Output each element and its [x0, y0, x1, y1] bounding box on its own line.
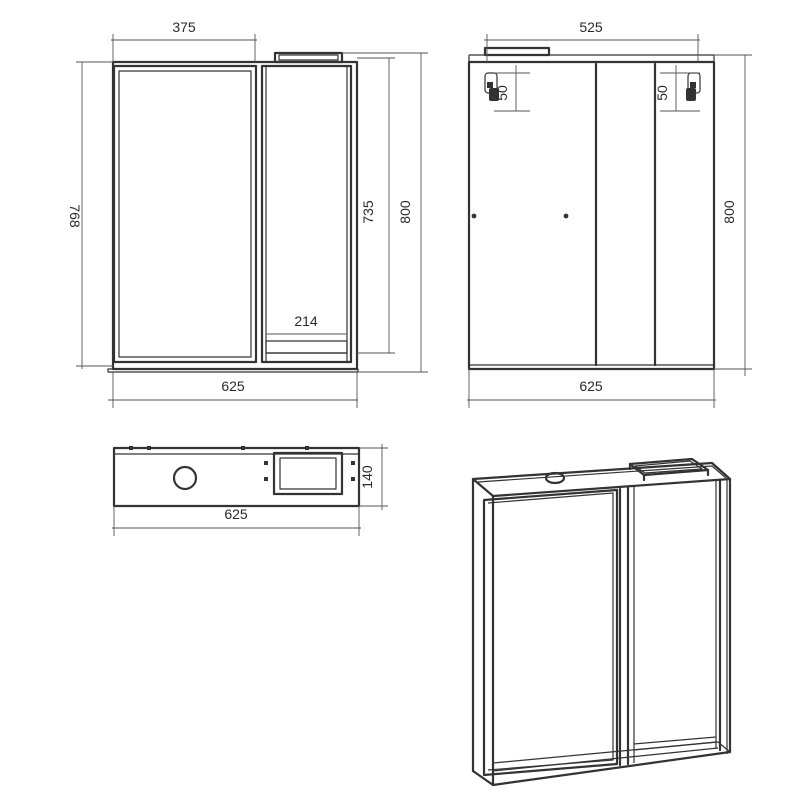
top-dimensions: 140 625: [112, 444, 388, 536]
mirror-door: [112, 64, 258, 364]
back-top-width-label: 525: [579, 19, 603, 35]
top-view: [112, 446, 361, 508]
back-cabinet-outline: [467, 60, 716, 371]
front-bottom-base: [107, 368, 359, 373]
front-bottom-width-label: 625: [221, 378, 245, 394]
front-inner-height-label: 735: [360, 200, 376, 224]
mount-hole-left-icon: [471, 213, 477, 219]
front-shelf-width-label: 214: [294, 313, 318, 329]
front-total-height-label: 800: [397, 200, 413, 224]
back-view: [467, 46, 716, 371]
top-width-label: 625: [224, 506, 248, 522]
bottom-shelf: [265, 340, 348, 354]
front-full-height-label: 768: [67, 204, 83, 228]
back-lamp: [483, 46, 551, 57]
front-dimensions: 375 768 735 800 214 625: [67, 19, 428, 408]
top-depth-label: 140: [359, 465, 375, 489]
hanger-right-icon: [686, 72, 701, 101]
back-hanger-left-label: 50: [494, 85, 510, 101]
back-dimensions: 525 50 50 800 625: [467, 19, 752, 408]
top-view-hole-icon: [172, 465, 198, 491]
back-total-height-label: 800: [721, 200, 737, 224]
front-cabinet-outline: [111, 60, 359, 371]
side-compartment: [260, 64, 353, 364]
front-view: [107, 51, 359, 373]
front-lamp: [273, 51, 344, 64]
hanger-left-icon: [484, 72, 499, 101]
top-view-outline: [112, 446, 361, 508]
front-top-width-label: 375: [172, 19, 196, 35]
mirror-door-inner: [118, 70, 252, 358]
back-hanger-right-label: 50: [654, 85, 670, 101]
back-bottom-width-label: 625: [579, 378, 603, 394]
mount-hole-right-icon: [563, 213, 569, 219]
iso-top-hole-icon: [544, 471, 566, 485]
top-view-lamp: [272, 451, 344, 496]
isometric-view: [471, 457, 732, 787]
iso-mirror-door: [482, 488, 619, 777]
